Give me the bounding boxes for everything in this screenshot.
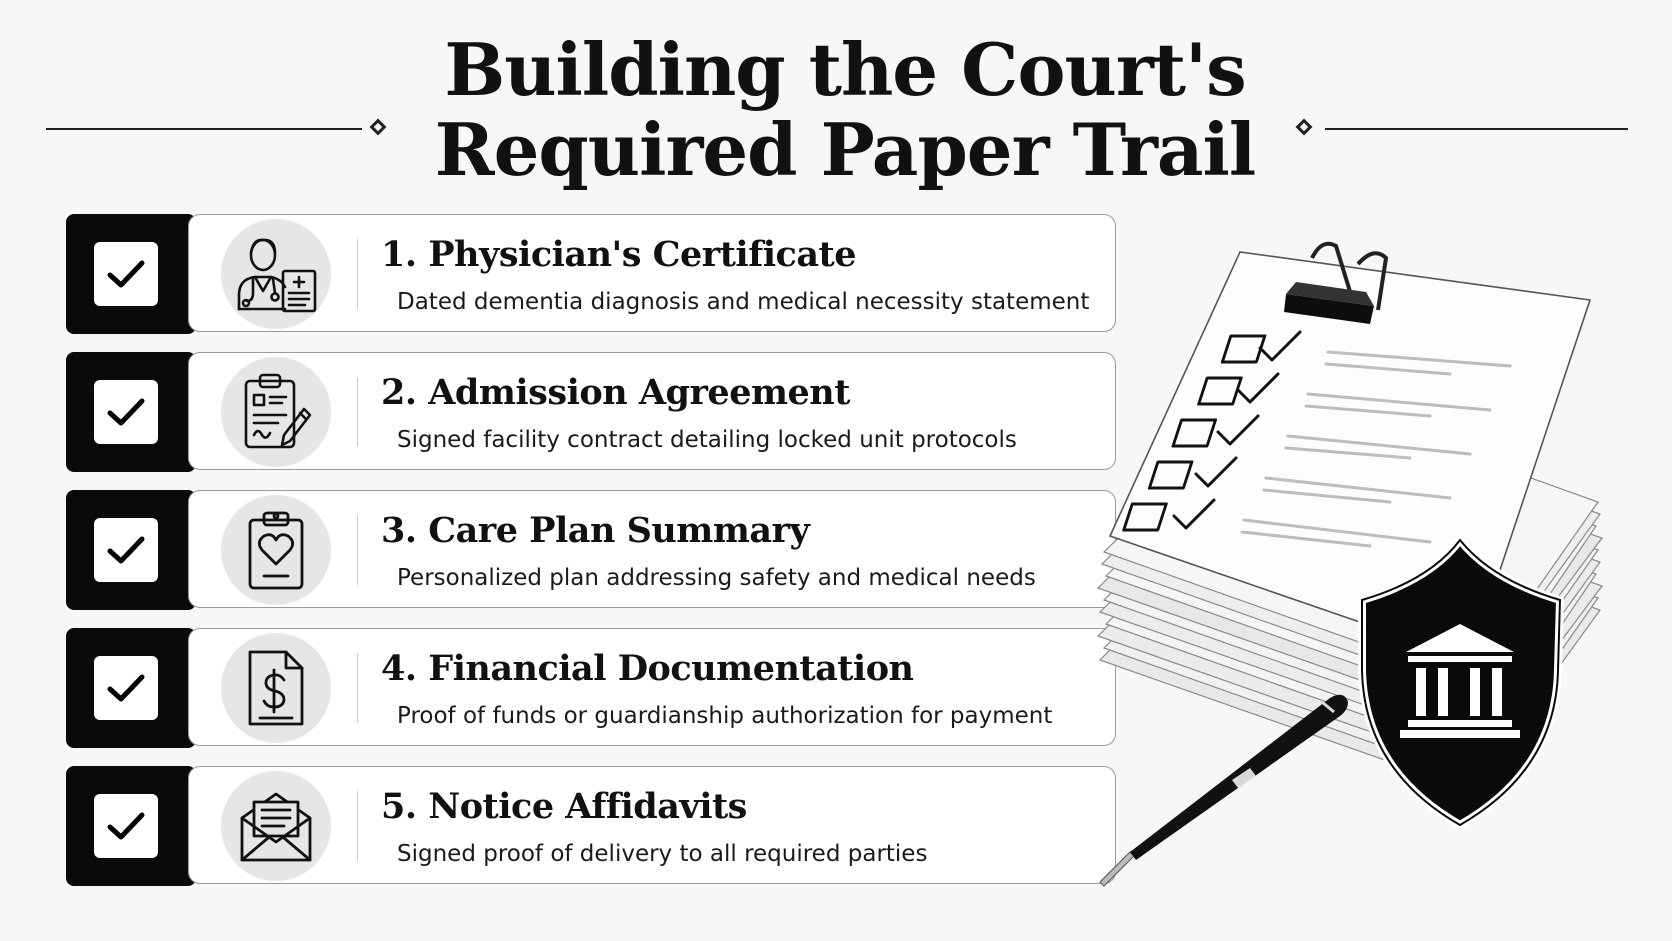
checklist-item: 5. Notice Affidavits Signed proof of del… [66,766,1118,886]
checkbox [94,656,158,720]
title-diamond-right [1295,118,1313,136]
item-divider [357,515,358,585]
clipboard-pen-icon [244,373,312,449]
checklist-item: 3. Care Plan Summary Personalized plan a… [66,490,1118,610]
checkbox [94,242,158,306]
page-title: Building the Court's Required Paper Trai… [400,30,1290,190]
checklist-item: 4. Financial Documentation Proof of fund… [66,628,1118,748]
item-title: 3. Care Plan Summary [381,510,810,551]
icon-circle [221,633,331,743]
checklist: 1. Physician's Certificate Dated dementi… [66,214,1118,904]
check-block [66,352,196,472]
item-title: 2. Admission Agreement [381,372,850,413]
item-card: 4. Financial Documentation Proof of fund… [188,628,1116,746]
title-rule-left [46,128,362,130]
clipboard-heart-icon [248,511,304,590]
title-line-1: Building the Court's [444,27,1246,112]
binder-clip-icon [1284,241,1389,324]
paper-trail-illustration [1090,240,1650,890]
checkmark-icon [107,260,145,288]
item-card: 2. Admission Agreement Signed facility c… [188,352,1116,470]
checkmark-icon [107,674,145,702]
icon-circle [221,771,331,881]
paper-stack-icon [1096,241,1603,887]
doctor-certificate-icon [237,238,317,313]
title-diamond-left [369,118,387,136]
item-description: Signed facility contract detailing locke… [397,427,1017,453]
envelope-letter-icon [240,792,312,862]
checkbox [94,794,158,858]
icon-circle [221,495,331,605]
dollar-document-icon [248,650,304,726]
item-description: Dated dementia diagnosis and medical nec… [397,289,1090,315]
item-title: 5. Notice Affidavits [381,786,747,827]
item-card: 5. Notice Affidavits Signed proof of del… [188,766,1116,884]
item-description: Signed proof of delivery to all required… [397,841,928,867]
item-card: 3. Care Plan Summary Personalized plan a… [188,490,1116,608]
title-line-2: Required Paper Trail [434,107,1256,192]
title-rule-right [1325,128,1628,130]
title-area: Building the Court's Required Paper Trai… [0,22,1672,192]
checklist-item: 2. Admission Agreement Signed facility c… [66,352,1118,472]
item-title: 4. Financial Documentation [381,648,914,689]
item-description: Personalized plan addressing safety and … [397,565,1036,591]
check-block [66,766,196,886]
checkbox [94,380,158,444]
sheet-checklist [1122,330,1302,532]
checkmark-icon [107,398,145,426]
courthouse-shield-icon [1358,536,1564,829]
checkbox [94,518,158,582]
sheet-lines [1240,350,1512,548]
item-divider [357,791,358,861]
checkmark-icon [107,812,145,840]
checklist-item: 1. Physician's Certificate Dated dementi… [66,214,1118,334]
item-divider [357,653,358,723]
check-block [66,214,196,334]
icon-circle [221,219,331,329]
pen-icon [1099,694,1348,887]
check-block [66,490,196,610]
checkmark-icon [107,536,145,564]
item-divider [357,377,358,447]
item-divider [357,239,358,309]
check-block [66,628,196,748]
icon-circle [221,357,331,467]
item-title: 1. Physician's Certificate [381,234,856,275]
item-description: Proof of funds or guardianship authoriza… [397,703,1053,729]
item-card: 1. Physician's Certificate Dated dementi… [188,214,1116,332]
